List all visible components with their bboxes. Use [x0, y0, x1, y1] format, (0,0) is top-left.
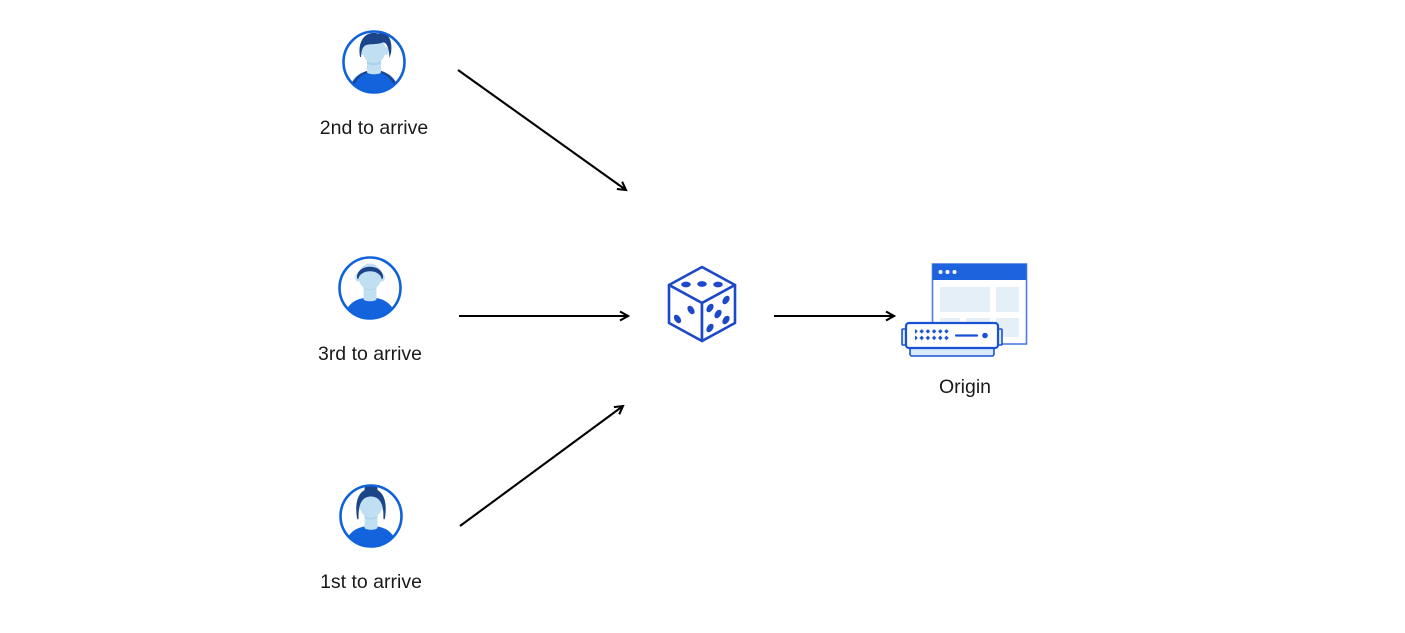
arrow-first-user-to-dice: [459, 406, 623, 527]
dice-icon: [667, 265, 737, 343]
node-label: 2nd to arrive: [319, 117, 429, 139]
arrow-second-user-to-dice: [457, 69, 626, 190]
origin-server-browser-icon: [901, 263, 1028, 357]
node-label: 3rd to arrive: [317, 343, 423, 365]
node-second-user: 2nd to arrive: [306, 28, 442, 139]
node-randomizer: [665, 264, 739, 344]
node-label: Origin: [938, 376, 992, 398]
user-avatar-male-short-icon: [338, 256, 402, 320]
node-label: 1st to arrive: [320, 571, 422, 593]
server: [901, 321, 1003, 357]
node-origin: Origin: [898, 262, 1032, 398]
node-third-user: 3rd to arrive: [302, 254, 438, 365]
user-avatar-male-swoop-icon: [342, 30, 406, 94]
user-avatar-female-bun-icon: [339, 484, 403, 548]
node-first-user: 1st to arrive: [303, 482, 439, 593]
